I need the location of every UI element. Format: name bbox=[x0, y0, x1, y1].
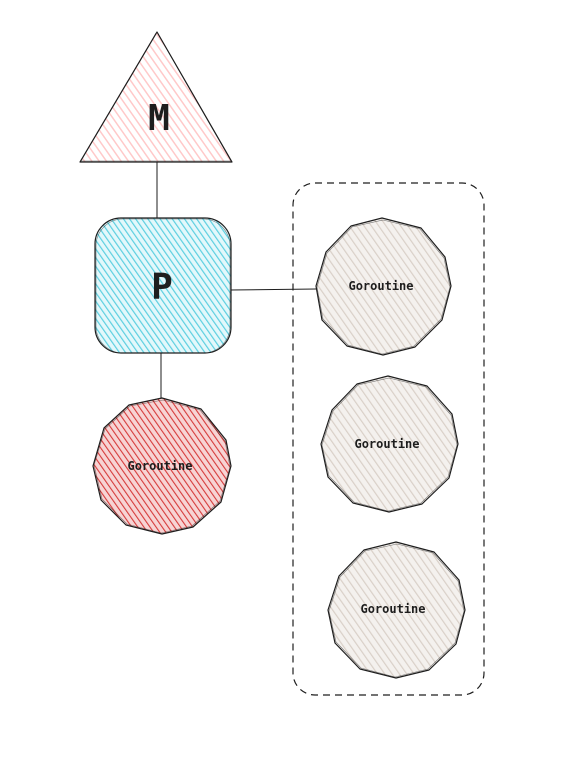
queued-goroutine-3-shape bbox=[327, 541, 466, 679]
running-goroutine-shape bbox=[92, 397, 232, 535]
running-goroutine-sketch bbox=[93, 399, 231, 534]
running-goroutine-label: Goroutine bbox=[127, 459, 192, 473]
queued-goroutine-2-shape bbox=[320, 375, 459, 513]
machine-triangle bbox=[79, 31, 233, 163]
queued-goroutine-2-label: Goroutine bbox=[354, 437, 419, 451]
run-queue-container bbox=[292, 182, 485, 696]
processor-box-sketch bbox=[95, 218, 231, 354]
queued-goroutine-1-shape bbox=[315, 217, 452, 356]
queued-goroutine-3-label: Goroutine bbox=[360, 602, 425, 616]
processor-node[interactable]: P bbox=[94, 217, 232, 354]
queued-goroutine-2[interactable]: Goroutine bbox=[320, 375, 459, 513]
queued-goroutine-1[interactable]: Goroutine bbox=[315, 217, 452, 356]
running-goroutine-node[interactable]: Goroutine bbox=[92, 397, 232, 535]
connector-processor-to-run-queue bbox=[229, 288, 317, 291]
machine-triangle-sketch bbox=[80, 32, 232, 162]
machine-label: M bbox=[148, 98, 170, 139]
queued-goroutine-1-label: Goroutine bbox=[348, 279, 413, 293]
queued-goroutine-2-sketch bbox=[321, 377, 458, 512]
machine-node[interactable]: M bbox=[79, 31, 233, 163]
queued-goroutine-1-sketch bbox=[316, 219, 451, 355]
processor-label: P bbox=[151, 267, 173, 308]
queued-goroutine-3[interactable]: Goroutine bbox=[327, 541, 466, 679]
queued-goroutine-3-sketch bbox=[328, 543, 465, 678]
